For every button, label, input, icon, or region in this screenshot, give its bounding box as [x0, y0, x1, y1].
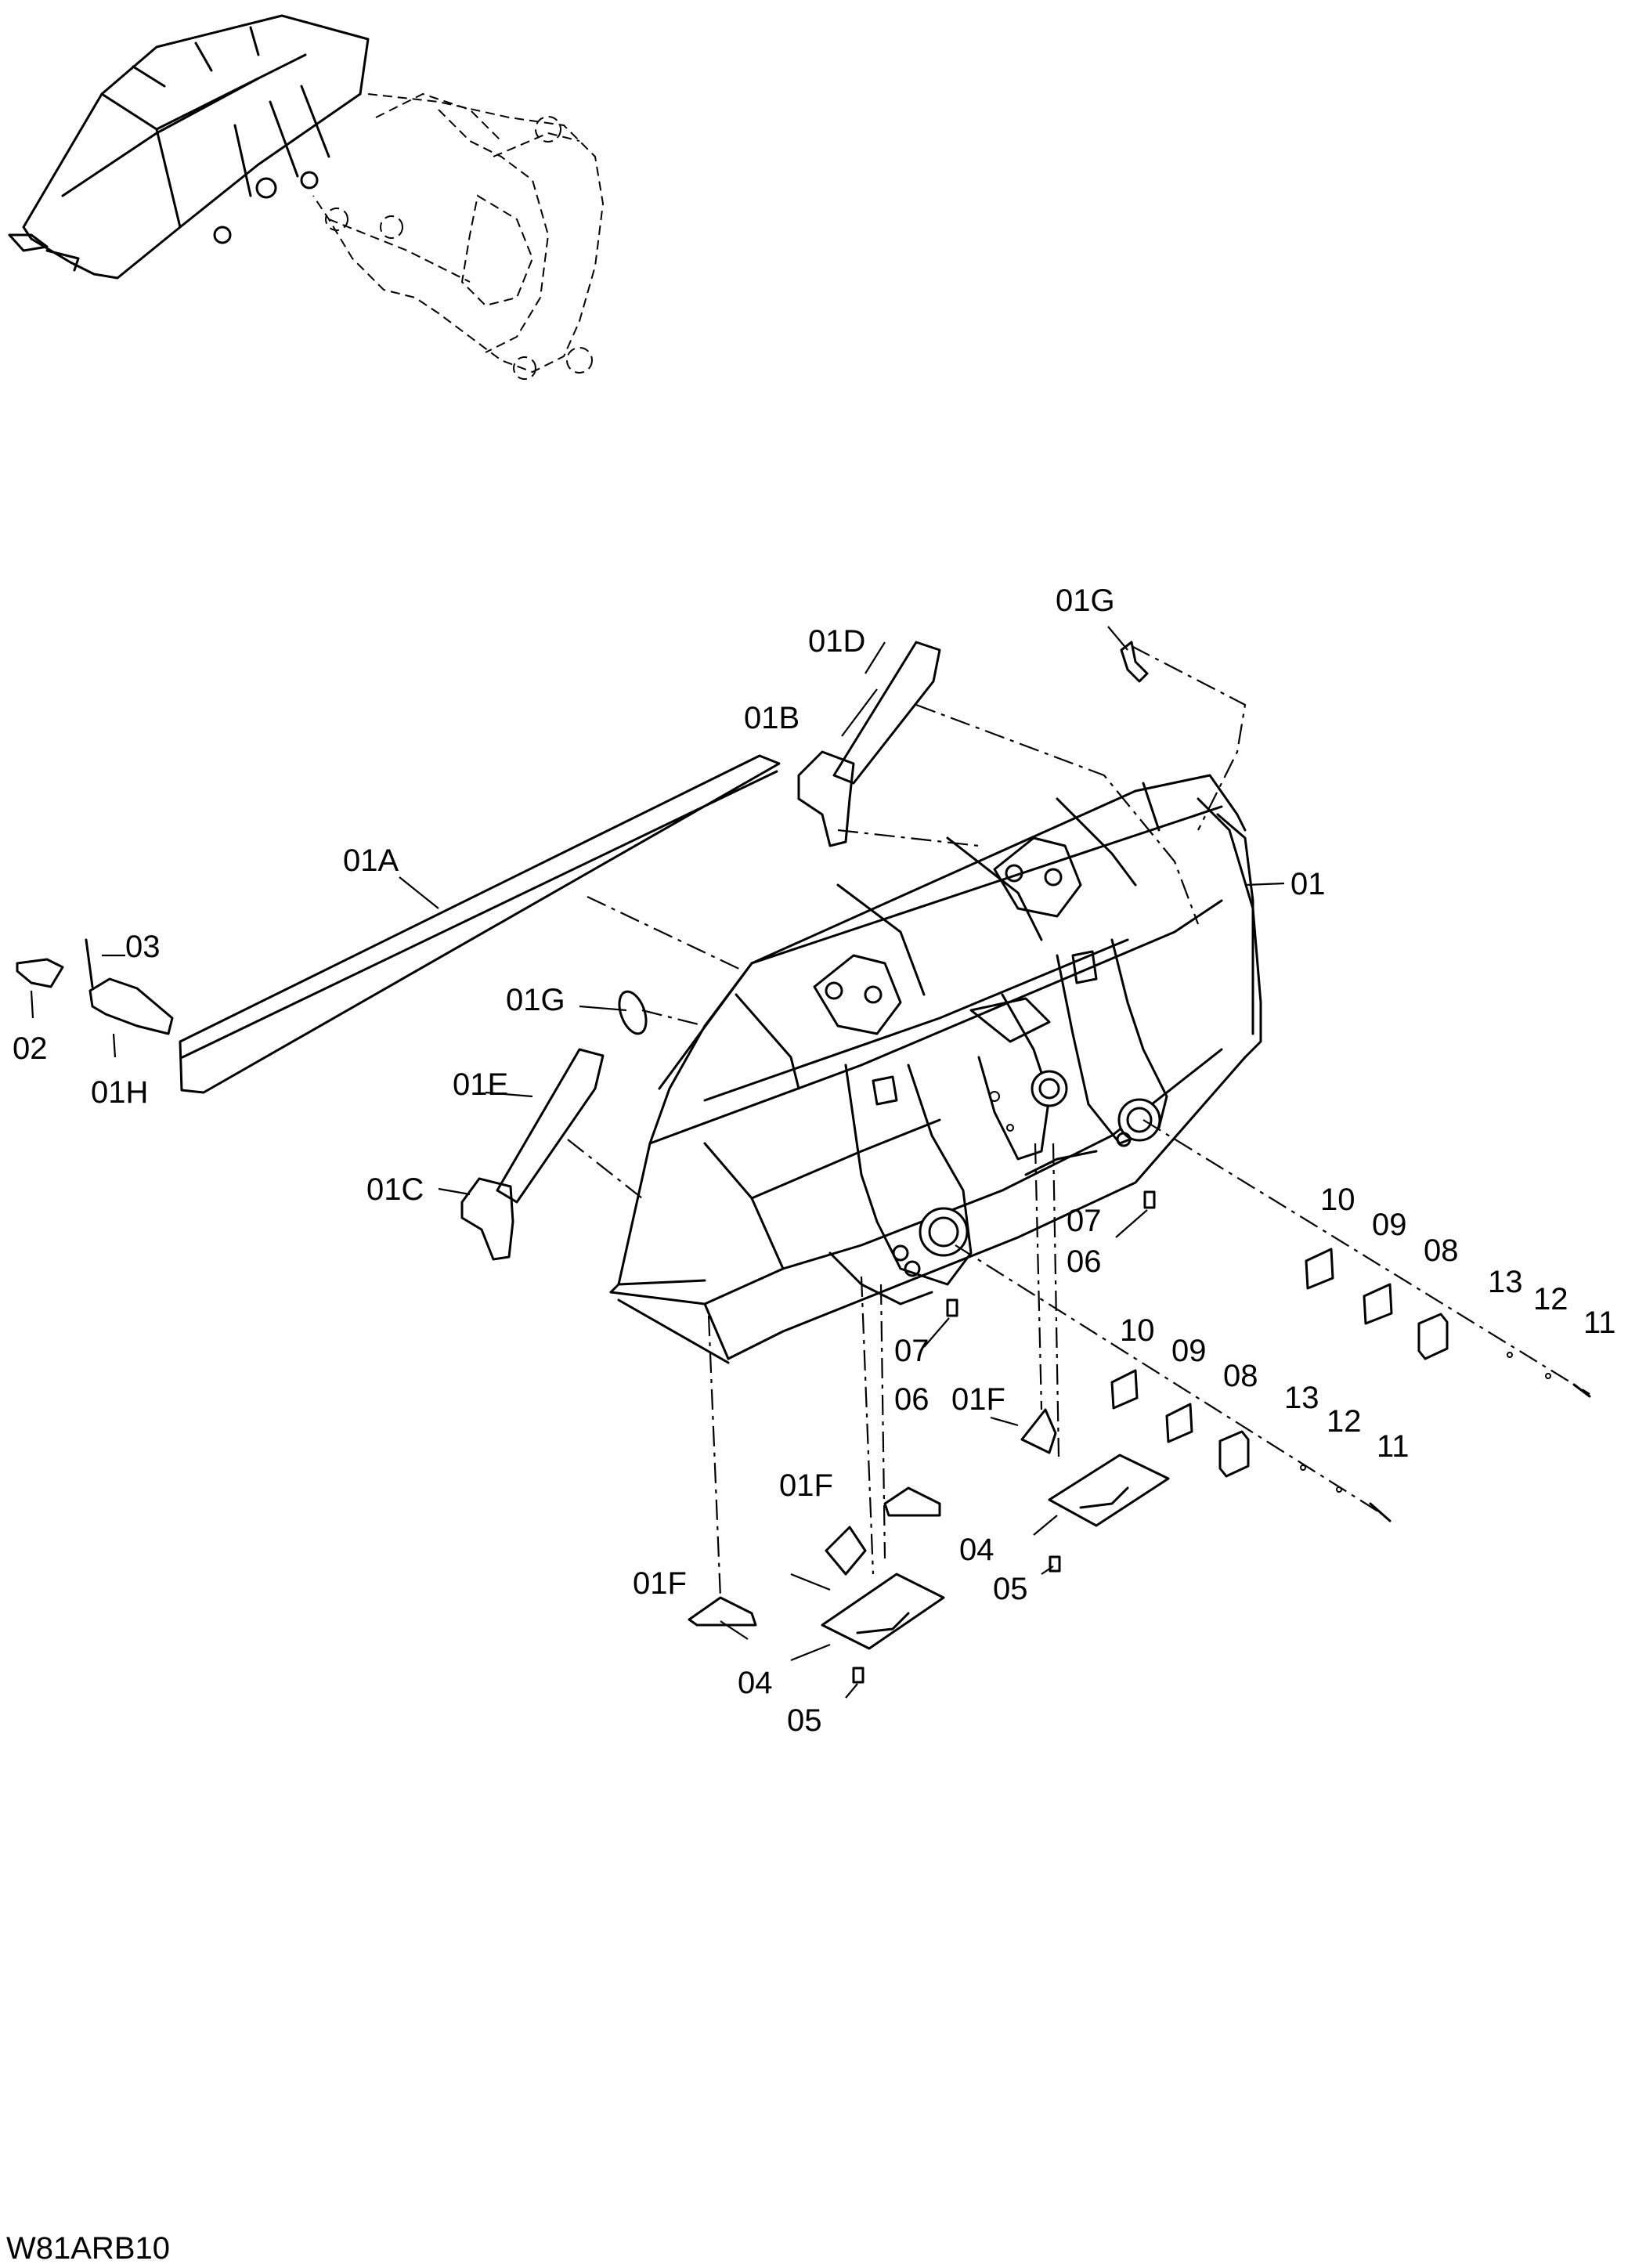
part-05-bolt-right — [1049, 1555, 1061, 1573]
bucket-assembly — [609, 774, 1262, 1364]
label-01H: 01H — [91, 1075, 148, 1110]
part-04-plate-right — [1048, 1454, 1170, 1527]
leader-lines — [30, 626, 1285, 1699]
part-07-bolt-right — [1143, 1190, 1156, 1209]
label-01F-right: 01F — [951, 1382, 1005, 1417]
part-08-bushing-lower — [1218, 1430, 1250, 1478]
diagram-code: W81ARB10 — [6, 2231, 170, 2266]
part-callouts: 01 01A 01B 01D 01G 01G 01E 01C 03 02 01H… — [13, 583, 1616, 1738]
label-10-lower: 10 — [1120, 1313, 1155, 1348]
part-01A-cutting-edge — [179, 754, 781, 1094]
label-10-upper: 10 — [1320, 1183, 1355, 1217]
label-09-lower: 09 — [1171, 1334, 1207, 1368]
label-05-right: 05 — [993, 1572, 1028, 1606]
part-04-plate-left — [821, 1573, 945, 1650]
label-01C: 01C — [366, 1172, 424, 1207]
part-09-shim-upper — [1363, 1283, 1393, 1325]
label-01F-left: 01F — [633, 1566, 687, 1601]
label-01F-center: 01F — [779, 1468, 833, 1503]
part-01G-wedge-mid — [618, 990, 648, 1035]
label-01B: 01B — [744, 701, 800, 735]
part-01B-tooth — [797, 750, 855, 847]
part-01C-tooth — [460, 1177, 514, 1261]
part-08-bushing-upper — [1417, 1313, 1449, 1360]
label-02: 02 — [13, 1031, 48, 1066]
label-01D: 01D — [808, 624, 865, 659]
part-01F-plate-center — [825, 1486, 941, 1576]
part-11-bolt-lower — [1369, 1502, 1392, 1522]
label-08-lower: 08 — [1223, 1359, 1258, 1393]
label-01: 01 — [1290, 867, 1326, 901]
label-01G-top: 01G — [1056, 583, 1115, 618]
label-06-left: 06 — [894, 1382, 929, 1417]
label-05-left: 05 — [787, 1703, 822, 1738]
part-01G-wedge-top — [1120, 641, 1149, 683]
part-01F-plate-left — [688, 1596, 757, 1627]
label-01A: 01A — [343, 843, 399, 878]
label-04-left: 04 — [738, 1666, 773, 1700]
label-11-upper: 11 — [1583, 1306, 1616, 1340]
part-09-shim-lower — [1165, 1403, 1193, 1443]
label-04-right: 04 — [959, 1533, 994, 1567]
label-11-lower: 11 — [1377, 1429, 1410, 1464]
part-12-washer-upper — [1545, 1373, 1551, 1379]
label-09-upper: 09 — [1372, 1208, 1407, 1242]
label-12-lower: 12 — [1327, 1404, 1362, 1439]
part-13-washer-lower — [1300, 1464, 1306, 1471]
overview-thumbnail — [8, 14, 605, 380]
label-01G-mid: 01G — [506, 983, 565, 1017]
part-02-tooth — [16, 958, 64, 988]
part-01H-adapter — [88, 977, 174, 1035]
label-08-upper: 08 — [1424, 1233, 1459, 1268]
part-07-bolt-left — [946, 1298, 958, 1317]
part-10-shim-upper — [1305, 1248, 1334, 1290]
label-13-lower: 13 — [1284, 1381, 1319, 1415]
label-03: 03 — [125, 930, 161, 964]
part-10-shim-lower — [1110, 1369, 1139, 1410]
part-05-bolt-left — [852, 1667, 865, 1684]
label-01E: 01E — [453, 1067, 508, 1102]
part-13-washer-upper — [1507, 1352, 1513, 1358]
part-01F-plate-right — [1020, 1408, 1057, 1454]
assembly-lines — [567, 645, 1590, 1598]
part-01E-plate — [496, 1048, 605, 1204]
label-06-right: 06 — [1067, 1244, 1102, 1279]
part-01D-plate — [832, 641, 941, 785]
label-07-right: 07 — [1067, 1204, 1102, 1238]
label-07-left: 07 — [894, 1334, 929, 1368]
label-13-upper: 13 — [1488, 1265, 1523, 1299]
part-03-pin — [85, 938, 94, 988]
label-12-upper: 12 — [1533, 1282, 1568, 1316]
